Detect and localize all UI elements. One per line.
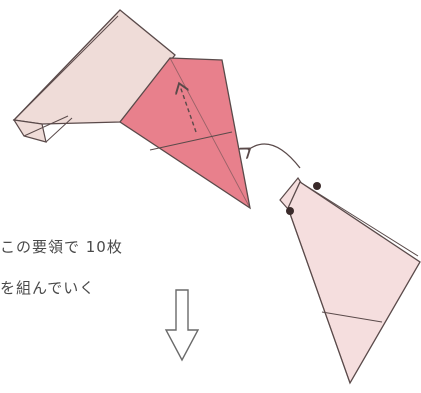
right-module-crease-3 [287, 207, 351, 384]
instruction-text-line-1: この要領で 10枚 [0, 238, 123, 256]
dashed-up-arrow-icon [180, 86, 197, 133]
right-module [279, 176, 421, 385]
curved-arrow-icon [248, 143, 301, 169]
right-module-crease-1 [299, 181, 419, 257]
left-module [12, 9, 176, 143]
right-module-dot-left [286, 207, 294, 215]
left-module-flap-edge [23, 115, 69, 137]
instruction-text-line-2: を組んでいく [0, 279, 96, 297]
right-module-dot-top [313, 182, 321, 190]
pink-triangle-body [119, 57, 251, 210]
right-module-body [287, 181, 421, 385]
pink-triangle-module [119, 57, 251, 210]
right-module-crease-2 [321, 311, 383, 323]
pink-triangle-crease [149, 131, 233, 151]
left-module-flap [12, 119, 47, 143]
down-arrow-icon [164, 289, 200, 362]
left-module-crease [13, 15, 119, 121]
left-module-flap-edge-2 [45, 117, 73, 143]
